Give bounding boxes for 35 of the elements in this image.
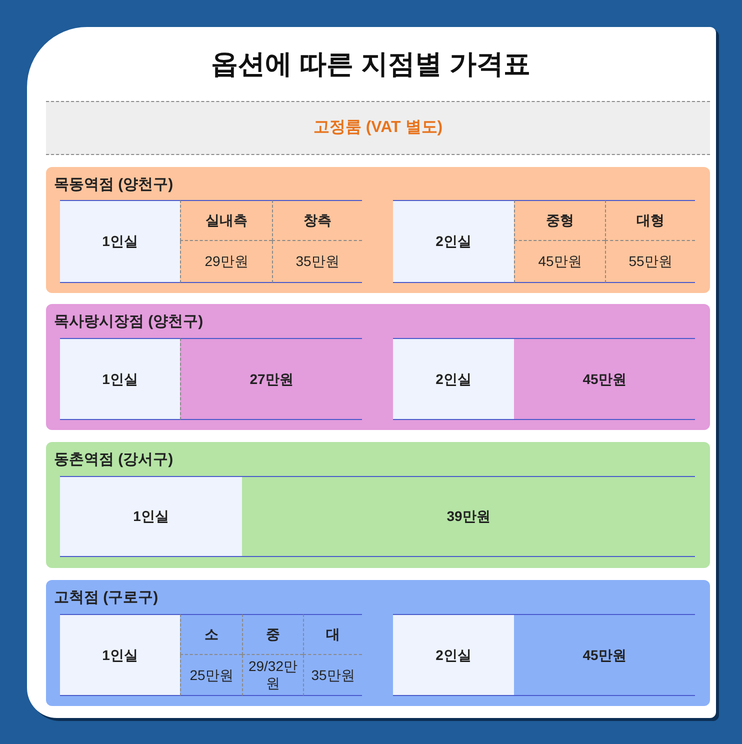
price-cell: 45만원: [514, 614, 695, 696]
option-cell: 창측: [272, 200, 362, 241]
room-type-cell: 1인실: [60, 338, 180, 420]
price-cell: 45만원: [514, 338, 695, 420]
option-cell: 중: [242, 614, 303, 655]
option-cell: 중형: [514, 200, 605, 241]
branch-panel: [46, 304, 710, 430]
price-cell: 29/32만원: [242, 655, 303, 696]
option-cell: 실내측: [180, 200, 272, 241]
price-cell: 29만원: [180, 241, 272, 283]
branch-panel: [46, 580, 710, 706]
branch-heading: 목동역점 (양천구): [54, 176, 174, 194]
branch-panel: [46, 442, 710, 568]
section-header: 고정룸 (VAT 별도): [46, 101, 710, 155]
branch-heading: 고척점 (구로구): [54, 589, 158, 607]
branch-heading: 목사랑시장점 (양천구): [54, 313, 204, 331]
title: 옵션에 따른 지점별 가격표: [210, 48, 532, 81]
option-cell: 소: [180, 614, 242, 655]
price-cell: 25만원: [180, 655, 242, 696]
room-type-cell: 1인실: [60, 200, 180, 283]
room-type-cell: 1인실: [60, 476, 242, 557]
price-cell: 45만원: [514, 241, 605, 283]
branch-panel: [46, 167, 710, 293]
price-cell: 27만원: [180, 338, 362, 420]
room-type-cell: 1인실: [60, 614, 180, 696]
price-cell: 39만원: [242, 476, 695, 557]
price-cell: 35만원: [303, 655, 362, 696]
room-type-cell: 2인실: [393, 614, 514, 696]
option-cell: 대: [303, 614, 362, 655]
room-type-cell: 2인실: [393, 338, 514, 420]
room-type-cell: 2인실: [393, 200, 514, 283]
price-cell: 55만원: [605, 241, 695, 283]
option-cell: 대형: [605, 200, 695, 241]
branch-heading: 동촌역점 (강서구): [54, 451, 174, 469]
price-cell: 35만원: [272, 241, 362, 283]
